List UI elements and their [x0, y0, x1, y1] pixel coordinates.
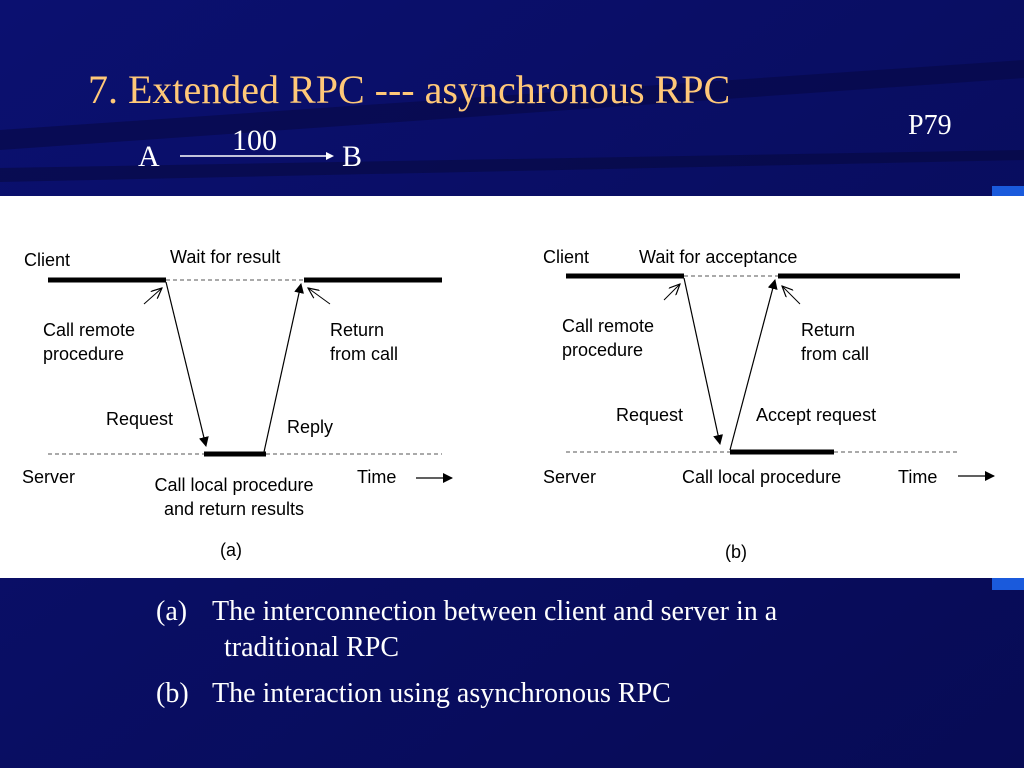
caption-a-text-2: traditional RPC: [224, 632, 399, 663]
call-remote-pointer-b: [663, 284, 680, 301]
return-pointer-a: [308, 288, 331, 305]
slide-title: 7. Extended RPC --- asynchronous RPC: [88, 67, 731, 112]
request-arrow-b: [683, 277, 723, 445]
return-pointer-b: [782, 286, 801, 305]
request-arrow-a: [165, 281, 209, 447]
return-label-b2: from call: [801, 344, 870, 364]
caption-a-text-1: The interconnection between client and s…: [212, 596, 778, 627]
caption-b: (b) The interaction using asynchronous RP…: [156, 676, 671, 712]
local-label-a2: and return results: [163, 499, 305, 519]
rpc-figure: Client Wait for result Call remote proce…: [0, 196, 1024, 578]
page-reference: P79: [908, 110, 952, 141]
diagram-b: [566, 273, 995, 481]
caption-a-tag: (a): [156, 596, 188, 627]
figure-caption-b: (b): [725, 542, 747, 562]
return-label-b1: Return: [801, 320, 856, 340]
reply-arrow-a: [263, 283, 304, 453]
client-label-b: Client: [543, 247, 590, 267]
server-label-a: Server: [22, 467, 76, 487]
reply-label-a: Reply: [287, 417, 334, 437]
local-label-a1: Call local procedure: [154, 475, 314, 495]
accept-arrow-b: [729, 279, 778, 451]
accept-label-b: Accept request: [756, 405, 877, 425]
return-label-a2: from call: [330, 344, 399, 364]
server-label-b: Server: [543, 467, 597, 487]
wait-label-b: Wait for acceptance: [639, 247, 798, 267]
edge-arrow-icon: [180, 152, 334, 160]
caption-b-text: The interaction using asynchronous RPC: [212, 678, 671, 709]
wait-label-a: Wait for result: [170, 247, 281, 267]
request-label-a: Request: [106, 409, 174, 429]
time-label-b: Time: [898, 467, 938, 487]
figure-caption-a: (a): [220, 540, 242, 560]
call-remote-label-a2: procedure: [43, 344, 125, 364]
time-label-a: Time: [357, 467, 397, 487]
client-label-a: Client: [24, 250, 71, 270]
node-b: B: [342, 140, 363, 173]
return-label-a1: Return: [330, 320, 385, 340]
edge-label: 100: [232, 124, 277, 157]
diagram-a: [48, 277, 453, 483]
local-label-b: Call local procedure: [682, 467, 842, 487]
caption-b-tag: (b): [156, 678, 189, 709]
node-a: A: [138, 140, 160, 173]
request-label-b: Request: [616, 405, 684, 425]
caption-a: (a) The interconnection between client an…: [156, 594, 777, 666]
call-remote-label-b2: procedure: [562, 340, 644, 360]
call-remote-label-b1: Call remote: [562, 316, 655, 336]
call-remote-pointer-a: [143, 288, 162, 305]
call-remote-label-a1: Call remote: [43, 320, 136, 340]
rpc-diagram-lines: [48, 273, 995, 483]
